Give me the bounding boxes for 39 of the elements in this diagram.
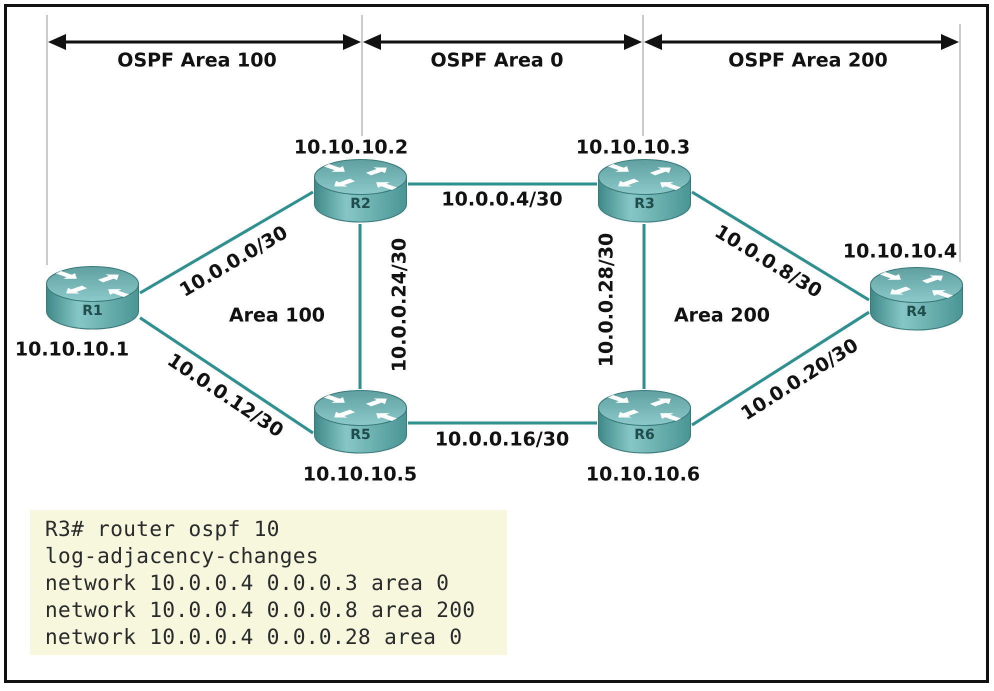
router bbox=[313, 158, 408, 224]
network-link bbox=[691, 310, 870, 426]
subnet-label: 10.0.0.4/30 bbox=[441, 190, 563, 210]
ip-address-label: 10.10.10.5 bbox=[302, 464, 418, 486]
router-name: R1 bbox=[82, 303, 103, 320]
ip-address-label: 10.10.10.1 bbox=[14, 340, 130, 360]
area-span-label: OSPF Area 100 bbox=[117, 50, 277, 72]
ip-address-label: 10.10.10.2 bbox=[294, 138, 408, 158]
network-link bbox=[691, 190, 870, 302]
router bbox=[313, 389, 408, 455]
code-line: network 10.0.0.4 0.0.0.3 area 0 bbox=[45, 570, 450, 597]
router-name: R2 bbox=[350, 196, 371, 212]
network-link bbox=[139, 316, 314, 434]
code-line: network 10.0.0.4 0.0.0.28 area 0 bbox=[45, 624, 462, 651]
area-span-label: OSPF Area 0 bbox=[430, 50, 564, 72]
router-name: R4 bbox=[906, 304, 927, 320]
subnet-label: 10.0.0.16/30 bbox=[434, 430, 570, 450]
area-label: Area 100 bbox=[228, 306, 326, 326]
area-span-label: OSPF Area 200 bbox=[728, 50, 888, 72]
code-panel bbox=[30, 510, 507, 655]
ip-address-label: 10.10.10.4 bbox=[842, 242, 958, 262]
network-link bbox=[408, 422, 597, 424]
router bbox=[597, 389, 692, 455]
router-name: R6 bbox=[634, 427, 655, 444]
network-link bbox=[139, 190, 314, 294]
network-link bbox=[408, 182, 597, 186]
router bbox=[869, 266, 964, 332]
code-line: log-adjacency-changes bbox=[45, 543, 319, 570]
router-name: R5 bbox=[350, 427, 371, 444]
router bbox=[597, 158, 692, 224]
ip-address-label: 10.10.10.3 bbox=[576, 138, 690, 158]
subnet-label: 10.0.0.24/30 bbox=[390, 238, 410, 372]
ip-address-label: 10.10.10.6 bbox=[586, 464, 700, 486]
router bbox=[45, 265, 140, 331]
code-line: R3# router ospf 10 bbox=[45, 516, 280, 543]
area-label: Area 200 bbox=[674, 306, 770, 326]
code-line: network 10.0.0.4 0.0.0.8 area 200 bbox=[45, 597, 476, 624]
subnet-label: 10.0.0.28/30 bbox=[596, 232, 618, 368]
router-name: R3 bbox=[634, 196, 655, 212]
